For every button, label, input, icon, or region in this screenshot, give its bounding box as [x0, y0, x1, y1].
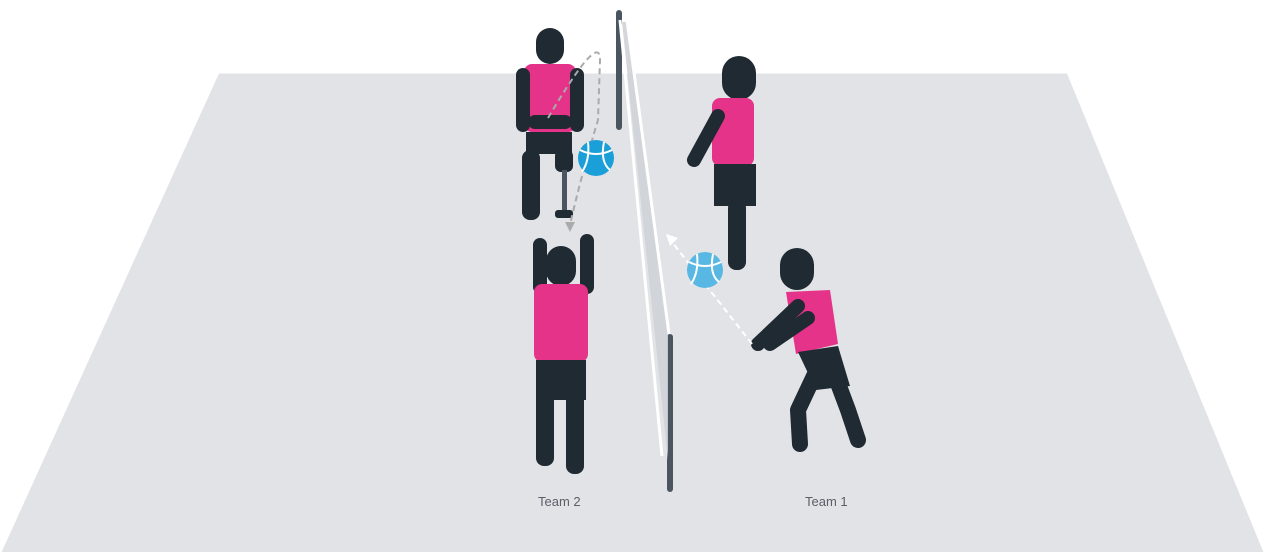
team-1-label: Team 1	[805, 494, 848, 509]
volleyball-icon	[578, 140, 614, 176]
team-2-label: Team 2	[538, 494, 581, 509]
volleyball-icon	[687, 252, 723, 288]
